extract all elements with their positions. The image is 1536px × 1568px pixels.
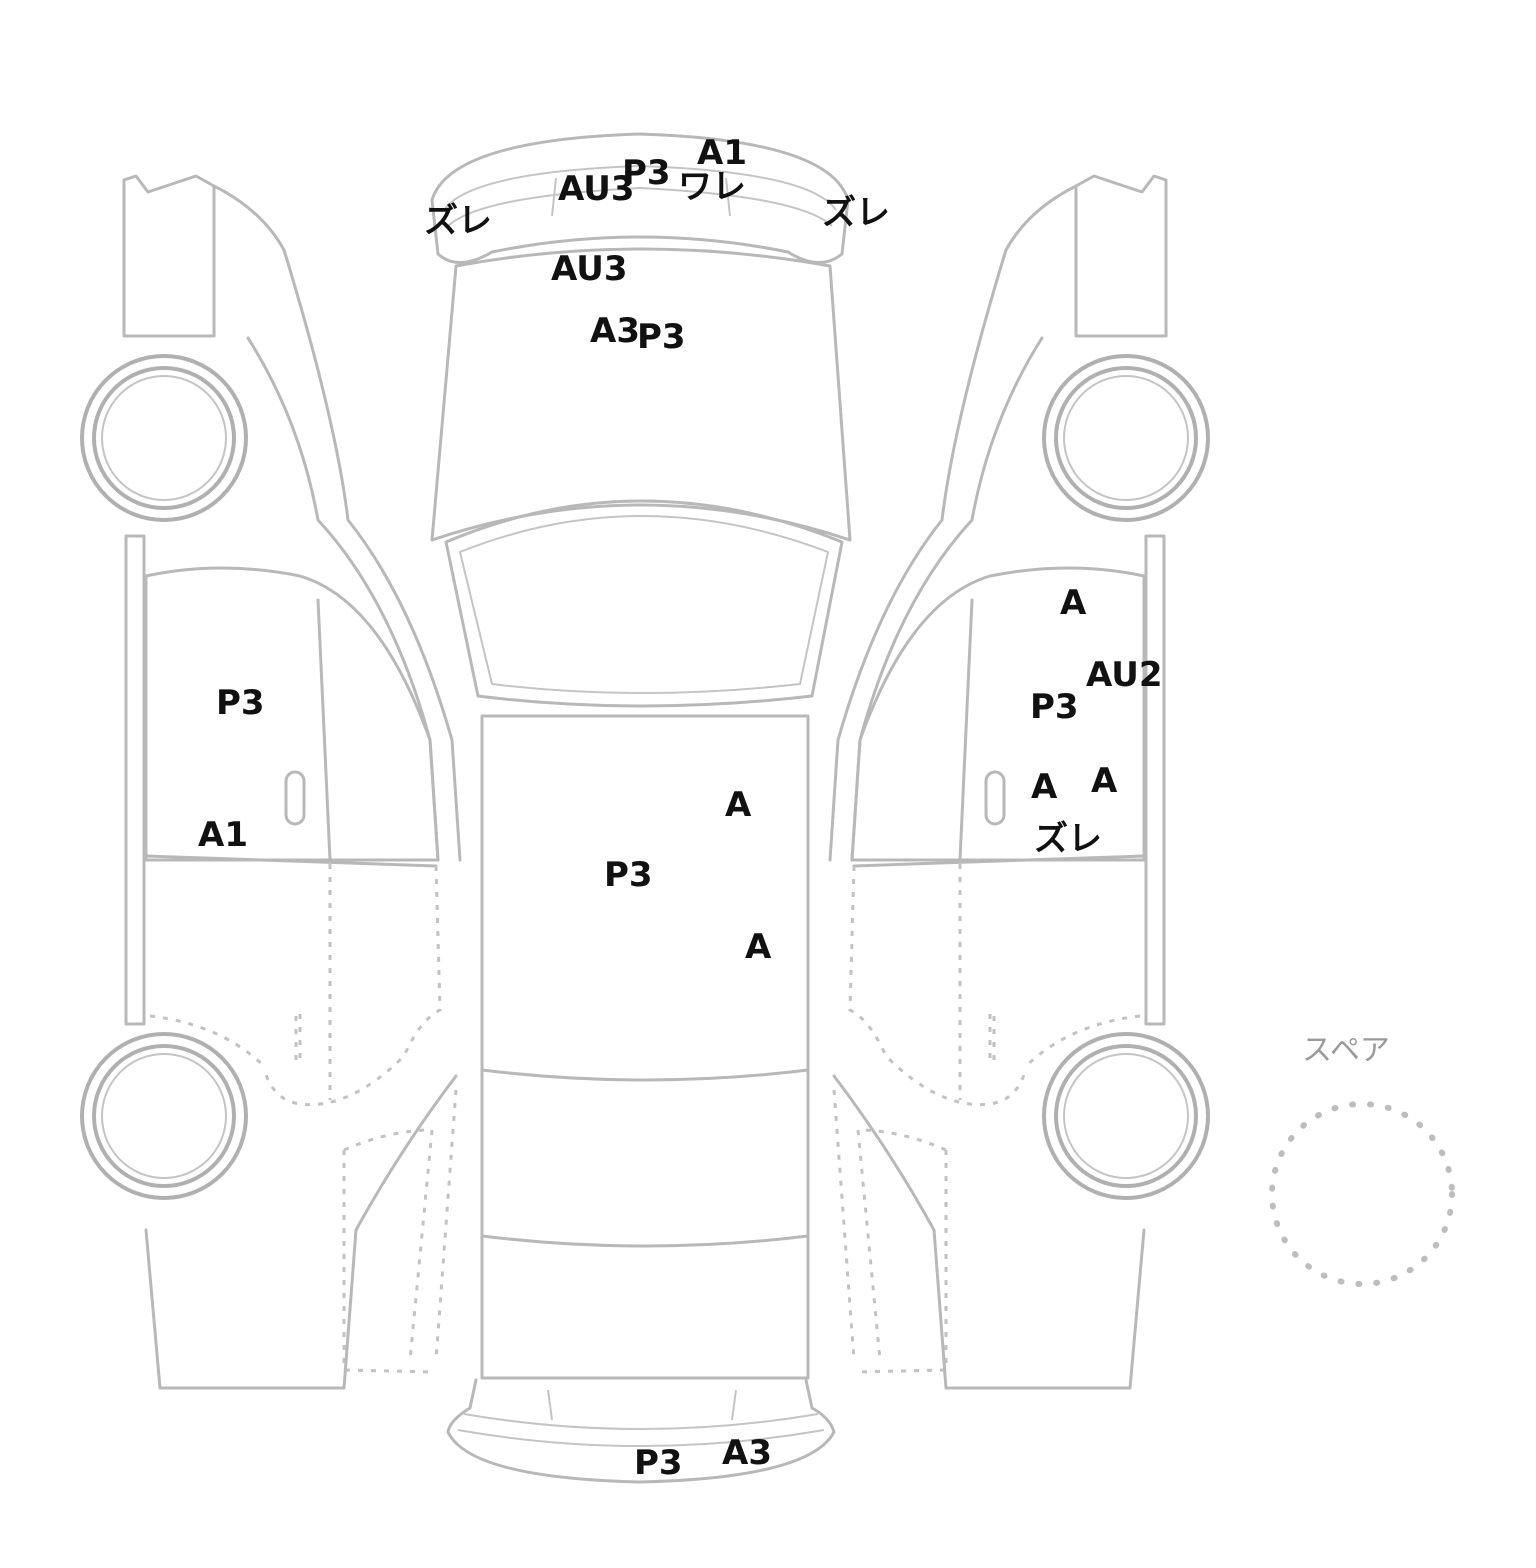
damage-mark: P3	[216, 683, 265, 723]
hood	[430, 247, 852, 542]
damage-mark: A3	[722, 1433, 772, 1473]
damage-mark: ズレ	[822, 193, 890, 233]
damage-mark: A1	[198, 815, 248, 855]
damage-mark: A	[745, 927, 772, 967]
spare-label: スペア	[1302, 1033, 1390, 1068]
damage-mark: A	[725, 785, 752, 825]
damage-mark: A1	[697, 133, 747, 173]
damage-mark: P3	[1030, 687, 1079, 727]
damage-mark: AU2	[1086, 655, 1163, 695]
damage-mark: A	[1091, 761, 1118, 801]
damage-mark: ズレ	[1034, 819, 1102, 859]
windshield	[444, 499, 844, 708]
damage-mark: AU3	[558, 169, 635, 209]
spare-tire-outline	[1269, 1101, 1455, 1287]
damage-mark: AU3	[551, 249, 628, 289]
damage-mark: P3	[637, 317, 686, 357]
left-side	[80, 174, 462, 1390]
right-side	[828, 174, 1210, 1390]
damage-mark: P3	[604, 855, 653, 895]
front-bumper	[430, 132, 850, 264]
damage-mark: A	[1031, 767, 1058, 807]
damage-mark: ワレ	[678, 167, 746, 207]
damage-mark: P3	[634, 1443, 683, 1483]
roof	[480, 714, 810, 1380]
damage-mark: P3	[622, 153, 671, 193]
damage-mark: A	[1060, 583, 1087, 623]
rear-bumper	[446, 1378, 836, 1484]
damage-mark: A3	[590, 311, 640, 351]
damage-mark: ズレ	[424, 201, 492, 241]
